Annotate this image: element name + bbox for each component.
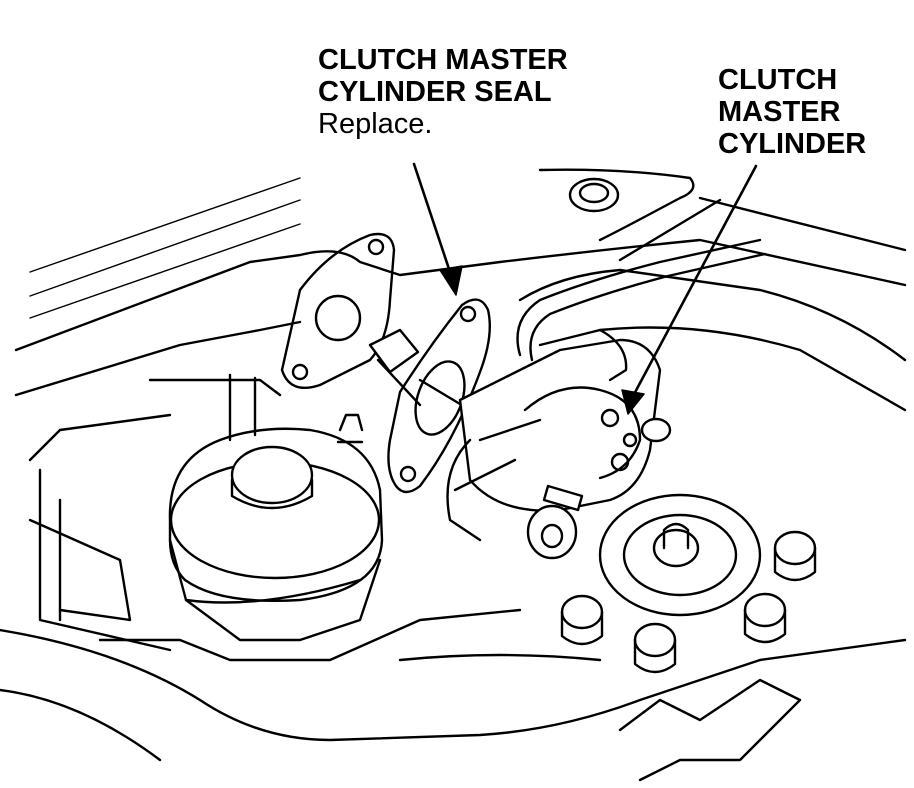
cylinder-leader-arrow — [621, 164, 758, 415]
seal-label-line1: CLUTCH MASTER — [318, 44, 568, 76]
cylinder-label-line1: CLUTCH — [718, 64, 838, 96]
firewall-structure — [518, 198, 907, 412]
mounting-bolts — [560, 417, 817, 674]
cylinder-callout-label: CLUTCH MASTER CYLINDER — [718, 64, 866, 160]
strut-mount — [598, 493, 762, 617]
seal-callout-label: CLUTCH MASTER CYLINDER SEAL Replace. — [318, 44, 568, 140]
seal-label-line2: CYLINDER SEAL — [318, 76, 552, 108]
brake-fluid-reservoir — [168, 413, 384, 642]
cylinder-label-line2: MASTER — [718, 96, 841, 128]
seal-leader-arrow — [412, 162, 463, 296]
cylinder-label-line3: CYLINDER — [718, 128, 867, 160]
seal-replace-note: Replace. — [318, 108, 433, 140]
clutch-master-cylinder — [446, 328, 662, 542]
left-side-frame — [28, 373, 522, 662]
mounting-bracket — [280, 232, 396, 390]
firewall-grommet — [568, 177, 620, 213]
hydraulic-line-fitting — [526, 484, 584, 560]
hydraulic-line — [516, 238, 767, 362]
lower-cross-member — [0, 628, 907, 782]
